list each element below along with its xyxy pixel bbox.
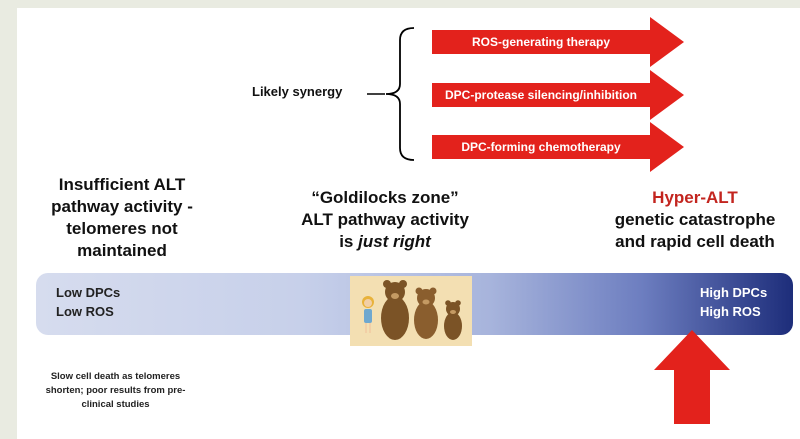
ros-therapy-label: ROS-generating therapy: [471, 35, 611, 49]
dpc-protease-label: DPC-protease silencing/inhibition: [444, 88, 638, 102]
synergy-label: Likely synergy: [252, 84, 343, 99]
goldilocks-heading: “Goldilocks zone” ALT pathway activity i…: [301, 188, 469, 251]
low-levels-label: Low DPCs Low ROS: [56, 285, 121, 319]
insufficient-alt-heading: Insufficient ALT pathway activity - telo…: [51, 175, 193, 260]
slow-death-footnote: Slow cell death as telomeres shorten; po…: [45, 371, 186, 410]
synergy-bracket: [385, 27, 415, 161]
dpc-chemo-arrow: [432, 122, 684, 172]
dpc-protease-arrow: [432, 70, 684, 120]
ros-therapy-arrow: [432, 17, 684, 67]
high-levels-label: High DPCs High ROS: [700, 285, 768, 319]
hyper-alt-title: Hyper-ALT: [652, 188, 738, 207]
goldilocks-bears-illustration: [350, 276, 472, 346]
hyper-alt-heading: Hyper-ALT genetic catastrophe and rapid …: [590, 187, 800, 253]
bears-image: [362, 280, 462, 340]
dpc-chemo-label: DPC-forming chemotherapy: [461, 140, 621, 154]
hyper-alt-up-arrow: [654, 330, 730, 424]
